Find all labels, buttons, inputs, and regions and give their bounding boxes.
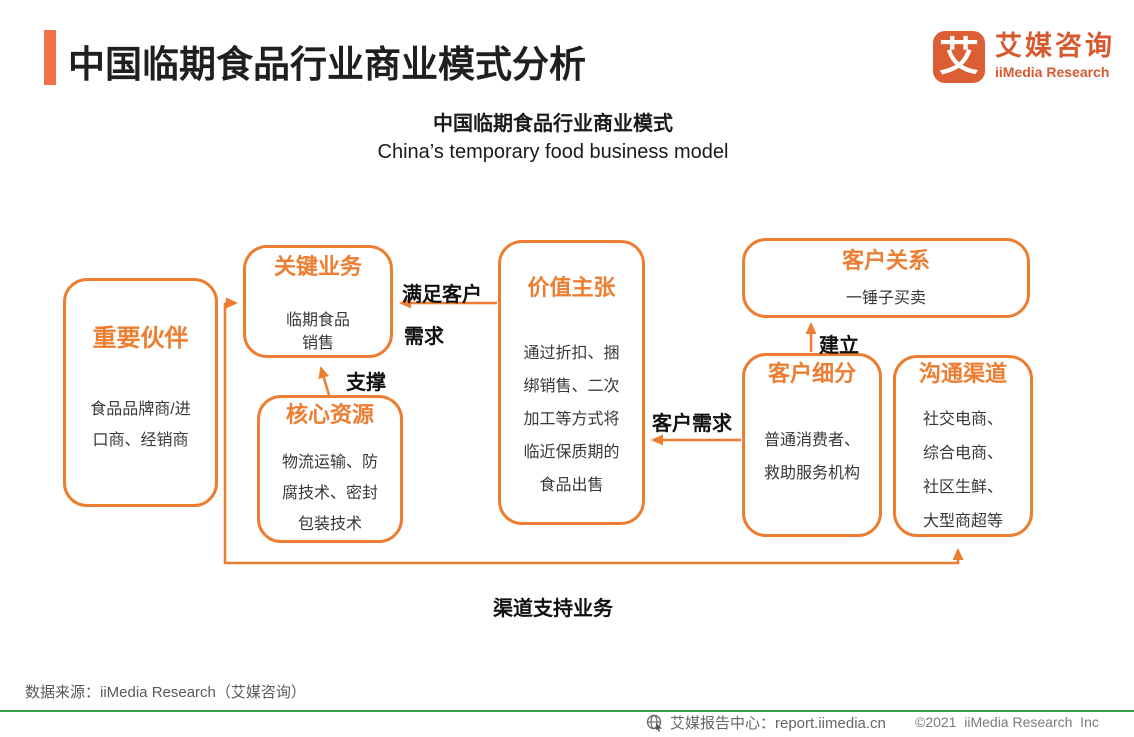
body-line: 食品出售 [539,477,604,495]
body-line: 临期食品 [285,312,350,330]
node-customer-segments-title: 客户细分 [767,361,856,386]
node-key-partners: 重要伙伴 食品品牌商/进 口商、经销商 [63,278,218,507]
globe-cursor-icon [646,714,662,731]
arrow-support [318,366,331,396]
node-core-resources-body: 物流运输、防 腐技术、密封 包装技术 [260,447,400,540]
label-satisfy-customer-line1: 满足客户 [402,284,482,306]
node-key-business-body: 临期食品 销售 [246,309,390,355]
body-line: 大型商超等 [922,513,1003,531]
node-customer-relations: 客户关系 一锤子买卖 [742,238,1030,318]
footer-copyright: ©2021 iiMedia Research Inc [915,714,1099,730]
body-line: 社交电商、 [922,411,1003,429]
diagram-title: 中国临期食品行业商业模式 China’s temporary food busi… [253,107,853,164]
node-channels-body: 社交电商、 综合电商、 社区生鲜、 大型商超等 [896,403,1030,539]
node-core-resources: 核心资源 物流运输、防 腐技术、密封 包装技术 [257,395,403,543]
body-line: 食品品牌商/进 [90,400,191,418]
node-key-partners-title: 重要伙伴 [92,325,189,352]
node-customer-relations-title: 客户关系 [841,248,930,273]
logo-name-cn: 艾媒咨询 [995,31,1115,61]
data-source-note: 数据来源：iiMedia Research（艾媒咨询） [25,684,306,701]
node-core-resources-title: 核心资源 [285,402,374,427]
node-key-partners-body: 食品品牌商/进 口商、经销商 [66,394,215,456]
iimedia-logo-text: 艾媒咨询 iiMedia Research [995,31,1115,80]
body-line: 包装技术 [297,516,362,534]
label-channel-support: 渠道支持业务 [493,598,613,620]
label-support: 支撑 [346,372,386,394]
body-line: 临近保质期的 [523,444,620,462]
body-line: 救助服务机构 [763,465,860,483]
body-line: 口商、经销商 [92,431,189,449]
body-line: 腐技术、密封 [281,485,378,503]
node-key-business: 关键业务 临期食品 销售 [243,245,393,358]
iimedia-logo-icon: 艾 [933,31,985,83]
node-value-proposition-title: 价值主张 [527,275,616,300]
node-channels: 沟通渠道 社交电商、 综合电商、 社区生鲜、 大型商超等 [893,355,1033,537]
iimedia-logo: 艾 艾媒咨询 iiMedia Research [933,31,1115,83]
node-customer-segments-body: 普通消费者、 救助服务机构 [745,424,879,490]
page-title: 中国临期食品行业商业模式分析 [68,44,586,85]
body-line: 通过折扣、捆 [523,345,620,363]
body-line: 销售 [301,335,334,353]
body-line: 综合电商、 [922,445,1003,463]
body-line: 一锤子买卖 [845,290,926,308]
title-accent-bar [44,30,56,85]
label-satisfy-customer-line2: 需求 [404,326,444,348]
label-customer-demand: 客户需求 [652,413,732,435]
label-establish: 建立 [819,335,859,357]
body-line: 加工等方式将 [523,411,620,429]
node-customer-segments: 客户细分 普通消费者、 救助服务机构 [742,353,882,537]
body-line: 物流运输、防 [281,454,378,472]
footer-divider [0,710,1134,712]
footer-report-link[interactable]: 艾媒报告中心：report.iimedia.cn [670,715,886,732]
logo-name-en: iiMedia Research [995,64,1110,81]
diagram-title-en: China’s temporary food business model [377,141,729,163]
node-channels-title: 沟通渠道 [918,361,1007,386]
body-line: 普通消费者、 [763,432,860,450]
node-customer-relations-body: 一锤子买卖 [745,289,1027,309]
node-value-proposition-body: 通过折扣、捆 绑销售、二次 加工等方式将 临近保质期的 食品出售 [501,337,642,502]
node-key-business-title: 关键业务 [273,254,362,279]
node-value-proposition: 价值主张 通过折扣、捆 绑销售、二次 加工等方式将 临近保质期的 食品出售 [498,240,645,525]
body-line: 社区生鲜、 [922,479,1003,497]
body-line: 绑销售、二次 [523,378,620,396]
footer-report-center: 艾媒报告中心：report.iimedia.cn [646,712,886,733]
diagram-title-cn: 中国临期食品行业商业模式 [433,113,673,135]
